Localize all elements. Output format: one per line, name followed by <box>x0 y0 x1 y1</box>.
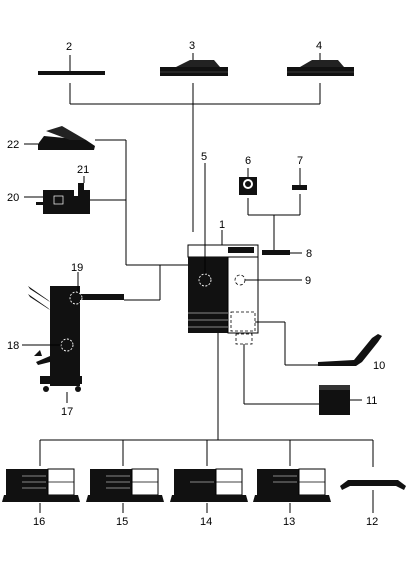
callout-8: 8 <box>306 248 312 260</box>
saddle-tray-18 <box>34 350 50 365</box>
desk-11 <box>319 385 350 415</box>
callout-10: 10 <box>373 360 385 372</box>
paper-feed-cabinet-16 <box>2 468 80 502</box>
job-separator-22 <box>38 126 95 150</box>
callout-2: 2 <box>66 41 72 53</box>
callout-4: 4 <box>316 40 322 52</box>
callout-22: 22 <box>7 139 19 151</box>
callout-20: 20 <box>7 192 19 204</box>
callout-9: 9 <box>305 275 311 287</box>
callout-14: 14 <box>200 516 212 528</box>
callout-17: 17 <box>61 406 73 418</box>
callout-18: 18 <box>7 340 19 352</box>
callout-11: 11 <box>366 395 377 407</box>
callout-21: 21 <box>77 164 89 176</box>
punch-kit-21 <box>78 183 84 197</box>
callout-13: 13 <box>283 516 295 528</box>
callout-16: 16 <box>33 516 45 528</box>
reverse-automatic-document-feeder-3 <box>160 60 228 76</box>
paper-feed-cabinet-15 <box>86 468 164 502</box>
callout-15: 15 <box>116 516 128 528</box>
callout-1: 1 <box>219 219 225 231</box>
callout-5: 5 <box>201 151 207 163</box>
callout-12: 12 <box>366 516 378 528</box>
callout-6: 6 <box>245 155 251 167</box>
main-unit-1 <box>187 244 259 345</box>
dual-scan-document-feeder-4 <box>287 60 354 76</box>
paper-feed-cabinet-13 <box>253 468 331 502</box>
paper-feed-cabinet-14 <box>170 468 248 502</box>
callout-3: 3 <box>189 40 195 52</box>
authentication-unit-6 <box>239 177 257 195</box>
callout-7: 7 <box>297 155 303 167</box>
finisher-17 <box>28 286 124 392</box>
desk-12 <box>340 480 406 490</box>
large-capacity-unit-10 <box>318 334 382 366</box>
original-cover-2 <box>38 71 105 75</box>
authentication-unit-7 <box>292 185 307 190</box>
working-table-8 <box>262 250 290 255</box>
callout-19: 19 <box>71 262 83 274</box>
